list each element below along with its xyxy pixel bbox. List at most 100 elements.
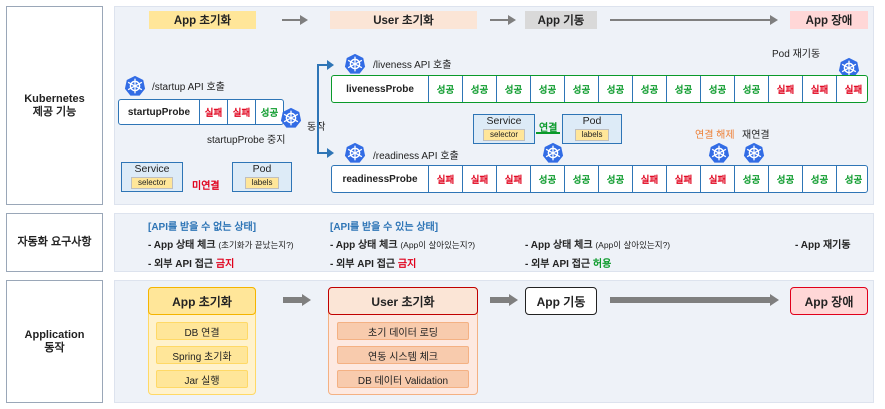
kubernetes-icon — [743, 142, 765, 163]
liveness-probe-cell: 성공 — [734, 76, 768, 102]
selector-tag: selector — [130, 177, 173, 189]
liveness-probe-cell: 성공 — [530, 76, 564, 102]
phase-arrow-head — [509, 294, 518, 306]
liveness-probe-cell: 성공 — [632, 76, 666, 102]
readiness-probe-cell: 성공 — [768, 166, 802, 192]
liveness-probe-cell: 성공 — [666, 76, 700, 102]
disconnect-label: 연결 해제 — [695, 130, 735, 141]
readiness-probe-cell: 성공 — [836, 166, 870, 192]
phase-arrow-head — [508, 15, 516, 25]
liveness-probe-cell: 성공 — [428, 76, 462, 102]
phase-arrow — [490, 19, 510, 21]
startup-probe-cell: 실패 — [199, 100, 227, 124]
app-init-phase: App 초기화 — [148, 287, 256, 315]
branch-arrow-head — [327, 148, 334, 158]
req-app-check: - App 상태 체크 (App이 살아있는지?) — [330, 240, 476, 251]
phase-arrow — [610, 19, 772, 21]
readiness-probe-cell: 실패 — [632, 166, 666, 192]
readiness-probe-cell: 성공 — [564, 166, 598, 192]
kubernetes-icon — [280, 107, 302, 128]
row-label-kubernetes: Kubernetes 제공 기능 — [6, 6, 103, 205]
phase-user-init-header: User 초기화 — [330, 11, 477, 29]
readiness-probe-cell: 실패 — [666, 166, 700, 192]
req-external-api: - 외부 API 접근 허용 — [525, 259, 612, 270]
readiness-call-label: /readiness API 호출 — [373, 151, 459, 162]
not-connected-label: 미연결 — [192, 181, 220, 192]
service-box-connected: Service selector — [473, 114, 535, 144]
connect-arrow — [536, 132, 560, 134]
phase-app-init-header: App 초기화 — [149, 11, 256, 29]
branch-line — [317, 64, 319, 154]
startup-stop-label: startupProbe 중지 — [207, 135, 286, 146]
branch-line — [317, 152, 329, 154]
readiness-probe-cell: 성공 — [530, 166, 564, 192]
startup-call-label: /startup API 호출 — [152, 82, 225, 93]
req-app-check: - App 상태 체크 (App이 살아있는지?) — [525, 240, 671, 251]
liveness-probe-cell: 성공 — [564, 76, 598, 102]
branch-arrow-head — [327, 60, 334, 70]
phase-arrow — [610, 297, 772, 303]
phase-app-running-header: App 기동 — [525, 11, 597, 29]
req-app-restart: - App 재기동 — [795, 240, 851, 251]
row-label-application: Application 동작 — [6, 280, 103, 403]
labels-tag: labels — [244, 177, 280, 189]
readiness-probe-cell: 실패 — [700, 166, 734, 192]
task-item: Spring 초기화 — [156, 346, 248, 364]
liveness-probe-label: livenessProbe — [346, 83, 414, 95]
liveness-probe-cell: 실패 — [836, 76, 870, 102]
task-item: DB 연결 — [156, 322, 248, 340]
service-label: Service — [134, 163, 170, 175]
task-item: 초기 데이터 로딩 — [337, 322, 469, 340]
service-box-disconnected: Service selector — [121, 162, 183, 192]
pod-box-connected: Pod labels — [562, 114, 622, 144]
task-item: Jar 실행 — [156, 370, 248, 388]
service-label: Service — [486, 115, 522, 127]
pod-restart-label: Pod 재기동 — [772, 49, 821, 60]
readiness-probe-cell: 실패 — [496, 166, 530, 192]
pod-label: Pod — [252, 163, 272, 175]
kubernetes-icon — [542, 142, 564, 163]
liveness-probe-cell: 성공 — [700, 76, 734, 102]
readiness-probe-cell: 성공 — [802, 166, 836, 192]
liveness-probe-cell: 성공 — [598, 76, 632, 102]
cannot-receive-label: [API를 받을 수 없는 상태] — [148, 222, 257, 233]
startup-probe-cell: 성공 — [255, 100, 283, 124]
phase-arrow — [282, 19, 302, 21]
kubernetes-icon — [124, 75, 146, 96]
automation-panel — [114, 213, 874, 272]
reconnect-label: 재연결 — [742, 130, 770, 141]
user-init-phase: User 초기화 — [328, 287, 478, 315]
liveness-call-label: /liveness API 호출 — [373, 60, 452, 71]
startup-probe-label: startupProbe — [127, 106, 191, 118]
row-label-automation: 자동화 요구사항 — [6, 213, 103, 272]
phase-arrow — [490, 297, 510, 303]
phase-arrow-head — [300, 15, 308, 25]
phase-arrow-head — [302, 294, 311, 306]
selector-tag: selector — [482, 129, 525, 141]
kubernetes-icon — [344, 142, 366, 163]
startup-probe-cell: 실패 — [227, 100, 255, 124]
readiness-probe-cell: 성공 — [734, 166, 768, 192]
task-item: 연동 시스템 체크 — [337, 346, 469, 364]
labels-tag: labels — [574, 129, 610, 141]
liveness-probe-cell: 성공 — [496, 76, 530, 102]
kubernetes-icon — [838, 57, 860, 78]
phase-arrow — [283, 297, 303, 303]
pod-label: Pod — [582, 115, 602, 127]
kubernetes-icon — [344, 53, 366, 74]
readiness-probe-cell: 성공 — [598, 166, 632, 192]
phase-app-failure-header: App 장애 — [790, 11, 868, 29]
req-app-check: - App 상태 체크 (초기화가 끝났는지?) — [148, 240, 294, 251]
phase-arrow-head — [770, 15, 778, 25]
branch-line — [317, 64, 329, 66]
task-item: DB 데이터 Validation — [337, 370, 469, 388]
req-external-api: - 외부 API 접근 금지 — [148, 259, 235, 270]
pod-box-disconnected: Pod labels — [232, 162, 292, 192]
app-running-phase: App 기동 — [525, 287, 597, 315]
operate-label: 동작 — [307, 118, 325, 133]
liveness-probe-cell: 실패 — [802, 76, 836, 102]
phase-arrow-head — [770, 294, 779, 306]
